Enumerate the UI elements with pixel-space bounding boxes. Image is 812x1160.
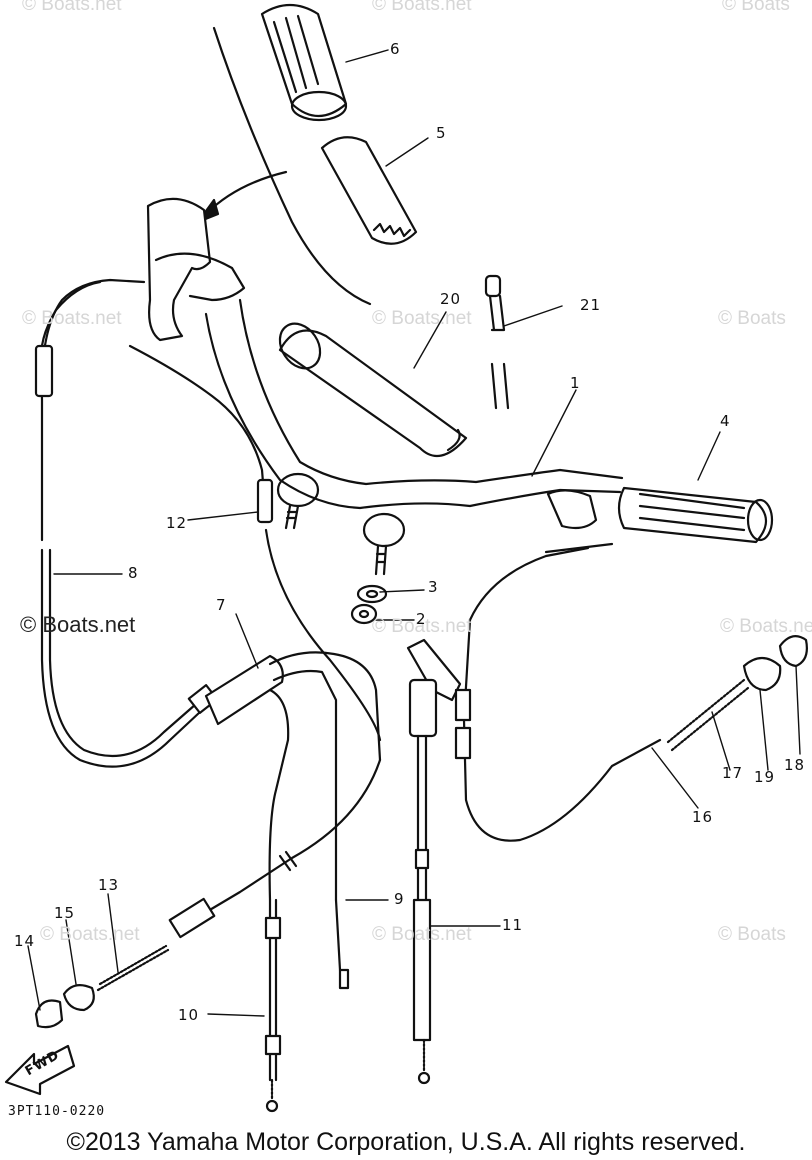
part-6-grip: [260, 3, 348, 122]
callout-5: 5: [436, 124, 447, 142]
callout-19: 19: [754, 768, 776, 786]
part-17-spring: [666, 678, 750, 752]
callout-11: 11: [502, 916, 524, 934]
part-8-cable: [34, 278, 219, 768]
part-10-cable: [264, 898, 282, 1113]
watermark: © Boats.net: [22, 308, 122, 329]
part-18-cap: [778, 635, 808, 668]
callout-18: 18: [784, 756, 806, 774]
watermark: © Boats.net: [372, 924, 472, 945]
part-20-pad: [278, 322, 468, 458]
part-5-sleeve: [320, 136, 418, 245]
watermark: © Boats: [718, 308, 786, 329]
watermark: © Boats.net: [20, 612, 136, 637]
part-15-cap: [62, 983, 95, 1012]
diagram-code: 3PT110-0220: [8, 1104, 106, 1119]
callout-20: 20: [440, 290, 462, 308]
grip-bracket: [212, 26, 372, 306]
callout-2: 2: [416, 610, 427, 628]
watermark: © Boats: [718, 924, 786, 945]
part-21-strap: [484, 274, 510, 410]
part-11-cable: [406, 638, 462, 1085]
callout-15: 15: [54, 904, 76, 922]
callout-10: 10: [178, 1006, 200, 1024]
part-7-junction: [204, 651, 382, 902]
part-12-cable: [128, 344, 382, 742]
callout-4: 4: [720, 412, 731, 430]
callout-6: 6: [390, 40, 401, 58]
grip-arrow: [204, 170, 288, 216]
callout-3: 3: [428, 578, 439, 596]
callout-16: 16: [692, 808, 714, 826]
part-3-washer: [356, 584, 388, 604]
watermark: © Boats.net: [372, 308, 472, 329]
part-19-cap: [742, 656, 782, 692]
fwd-arrow: [4, 1044, 76, 1096]
watermark: © Boats.net: [40, 924, 140, 945]
callout-14: 14: [14, 932, 36, 950]
callout-17: 17: [722, 764, 744, 782]
watermark: © Boats.net: [372, 616, 472, 637]
part-13-spring: [96, 944, 170, 992]
callout-13: 13: [98, 876, 120, 894]
part-4-grip: [617, 486, 774, 544]
callout-9: 9: [394, 890, 405, 908]
watermark: © Boats: [722, 0, 790, 15]
part-16-cable: [454, 542, 662, 842]
copyright-notice: ©2013 Yamaha Motor Corporation, U.S.A. A…: [66, 1128, 746, 1156]
part-14-cap: [34, 999, 64, 1029]
callout-12: 12: [166, 514, 188, 532]
callout-7: 7: [216, 596, 227, 614]
watermark: © Boats.net: [372, 0, 472, 15]
callout-8: 8: [128, 564, 139, 582]
part-2-nut: [350, 603, 378, 625]
callout-1: 1: [570, 374, 581, 392]
part-13-cable: [168, 758, 382, 939]
watermark: © Boats.net: [720, 616, 812, 637]
watermark: © Boats.net: [22, 0, 122, 15]
part-1-handlebar: [146, 197, 624, 576]
callout-21: 21: [580, 296, 602, 314]
